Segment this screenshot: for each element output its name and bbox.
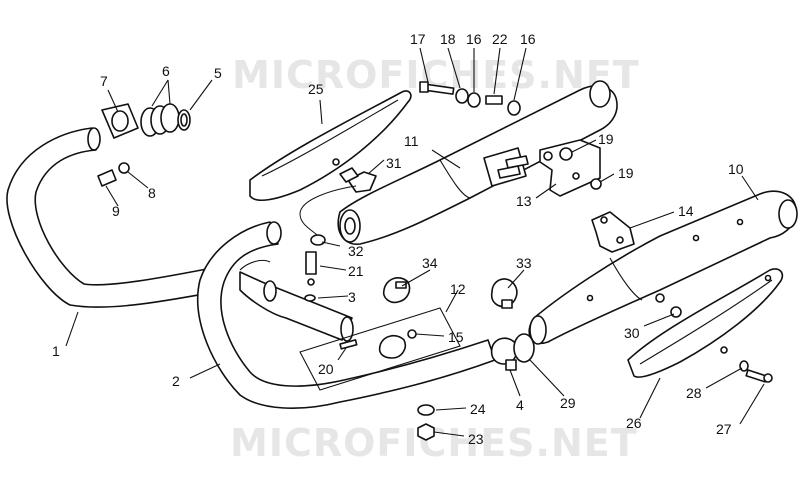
callout-3: 3 [348, 289, 356, 305]
washer-3 [304, 294, 316, 302]
nut-8 [118, 162, 130, 174]
callout-24: 24 [470, 401, 486, 417]
leader-lines [65, 47, 765, 437]
callout-28: 28 [686, 385, 702, 401]
callout-25: 25 [308, 81, 324, 97]
callout-10: 10 [728, 161, 744, 177]
callout-29: 29 [560, 395, 576, 411]
callout-2: 2 [172, 373, 180, 389]
lambda-sensor-32 [310, 234, 326, 246]
washer-18 [455, 88, 469, 104]
callout-21: 21 [348, 263, 364, 279]
callout-17: 17 [410, 31, 426, 47]
washer-24 [417, 404, 435, 416]
sleeve-22 [485, 95, 503, 105]
lower-muffler [528, 190, 798, 345]
callout-6: 6 [162, 63, 170, 79]
lower-heat-shield [627, 268, 784, 378]
callout-34: 34 [422, 255, 438, 271]
callout-22: 22 [492, 31, 508, 47]
exhaust-gasket-5 [177, 109, 191, 131]
spark-sensor-21 [305, 251, 317, 286]
bracket-stud [505, 155, 529, 169]
callout-13: 13 [516, 193, 532, 209]
callout-27: 27 [716, 421, 732, 437]
bolt-19a [559, 147, 573, 161]
callout-26: 26 [626, 415, 642, 431]
callout-9: 9 [112, 203, 120, 219]
callout-19-b: 19 [618, 165, 634, 181]
callout-20: 20 [318, 361, 334, 377]
collector-stub [239, 271, 354, 342]
clamp-33 [490, 278, 518, 309]
stud-9 [97, 169, 117, 187]
callout-1: 1 [52, 343, 60, 359]
callout-16-a: 16 [466, 31, 482, 47]
callout-14: 14 [678, 203, 694, 219]
clamp-4 [490, 337, 519, 371]
bolt-19b [590, 178, 602, 190]
callout-16-b: 16 [520, 31, 536, 47]
spacer-16b [507, 100, 521, 116]
screw-20 [339, 339, 358, 350]
bolt-27 [745, 369, 773, 383]
callout-7: 7 [100, 73, 108, 89]
callout-19-a: 19 [598, 131, 614, 147]
callout-33: 33 [516, 255, 532, 271]
upper-muffler [337, 80, 618, 245]
callout-15: 15 [448, 329, 464, 345]
callout-30: 30 [624, 325, 640, 341]
callout-32: 32 [348, 243, 364, 259]
spacer-16 [467, 92, 481, 108]
upper-heat-shield [249, 90, 412, 202]
bracket-stud-2 [497, 165, 521, 179]
grommet-30 [655, 293, 682, 318]
clamp-15 [378, 329, 417, 359]
bolt-17 [419, 81, 455, 95]
exhaust-header-pipe-1 [6, 127, 216, 308]
nut-23 [417, 423, 435, 441]
washer-28 [739, 360, 749, 372]
lambda-sensor-wire [299, 185, 357, 239]
callout-4: 4 [516, 397, 524, 413]
clamp-34 [382, 277, 411, 304]
callout-labels: 1 2 3 4 5 6 7 8 9 10 11 12 13 14 15 16 1… [52, 31, 744, 447]
callout-23: 23 [468, 431, 484, 447]
exhaust-flange-7 [101, 103, 139, 139]
callout-11: 11 [404, 133, 419, 149]
callout-12: 12 [450, 281, 466, 297]
sleeve-29 [513, 333, 535, 363]
callout-18: 18 [440, 31, 456, 47]
wire-clip-31 [339, 167, 377, 193]
callout-31: 31 [386, 155, 402, 171]
callout-5: 5 [214, 65, 222, 81]
clamp-kit-box [299, 307, 461, 391]
exhaust-springs-6 [140, 103, 180, 137]
muffler-bracket-14 [591, 211, 635, 253]
callout-8: 8 [148, 185, 156, 201]
